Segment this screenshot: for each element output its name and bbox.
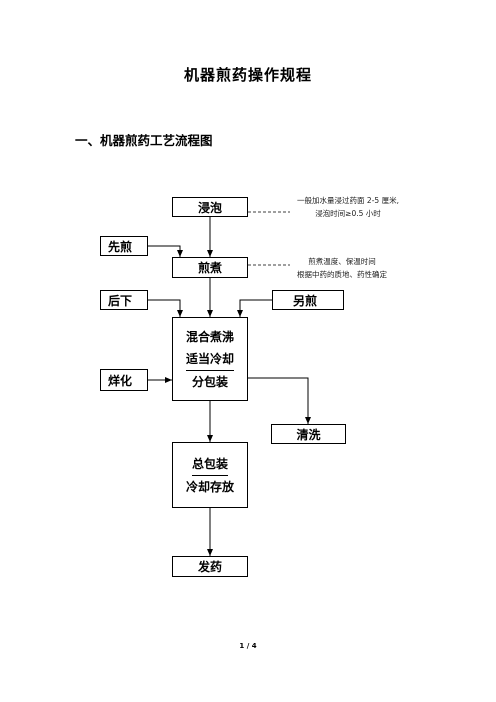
step-decoct: 煎煮: [172, 257, 248, 278]
note-decoct-line1: 煎煮温度、保温时间: [308, 257, 376, 266]
note-decoct-line2: 根据中药的质地、药性确定: [297, 270, 387, 279]
step-pre-decoct: 先煎: [100, 236, 148, 256]
step-mix-line3: 分包装: [191, 374, 228, 389]
step-pre-decoct-label: 先煎: [108, 239, 133, 254]
step-clean-label: 清洗: [296, 427, 321, 442]
step-clean: 清洗: [271, 424, 346, 444]
step-melt-label: 烊化: [108, 373, 133, 388]
step-soak-label: 浸泡: [197, 200, 222, 215]
step-pack-line2: 冷却存放: [185, 479, 234, 494]
arrow-separate-to-mix: [237, 299, 272, 317]
page-number: 1 / 4: [239, 642, 257, 650]
step-decoct-label: 煎煮: [197, 261, 222, 275]
step-melt: 烊化: [100, 369, 148, 391]
step-add-later-label: 后下: [108, 293, 133, 308]
step-total-pack: 总包装 冷却存放: [172, 442, 248, 508]
document-title: 机器煎药操作规程: [183, 66, 312, 84]
step-dispense-label: 发药: [197, 560, 222, 574]
step-mix-boil: 混合煮沸 适当冷却 分包装: [172, 317, 248, 401]
step-dispense: 发药: [172, 556, 248, 577]
note-soak-line1: 一般加水量浸过药面 2-5 厘米,: [297, 196, 399, 205]
step-soak: 浸泡: [172, 197, 248, 217]
step-mix-line1: 混合煮沸: [185, 329, 234, 344]
step-add-later: 后下: [100, 290, 148, 310]
step-mix-line2: 适当冷却: [185, 348, 234, 371]
step-separate-decoct: 另煎: [272, 290, 344, 310]
note-soak-line2: 浸泡时间≥0.5 小时: [315, 209, 381, 218]
note-decoct: 煎煮温度、保温时间 根据中药的质地、药性确定: [282, 255, 402, 281]
arrow-predecoct-to-decoct: [148, 245, 183, 257]
section-heading: 一、机器煎药工艺流程图: [75, 133, 213, 148]
arrow-mix-to-clean: [248, 377, 311, 424]
note-soak: 一般加水量浸过药面 2-5 厘米, 浸泡时间≥0.5 小时: [288, 194, 408, 220]
arrow-addlater-to-mix: [148, 299, 183, 317]
step-separate-decoct-label: 另煎: [292, 293, 317, 308]
step-pack-line1: 总包装: [191, 453, 228, 476]
